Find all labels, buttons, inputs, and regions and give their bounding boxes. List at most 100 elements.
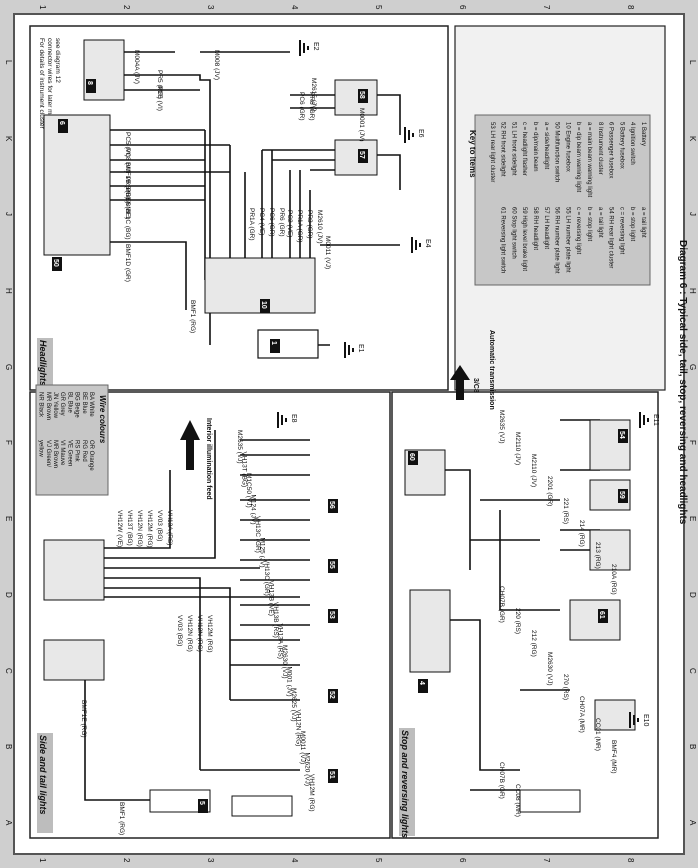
wire-label: PR6 (GR) bbox=[278, 208, 285, 237]
border-number-bottom: 5 bbox=[374, 858, 383, 863]
interior-feed-label: Interior illumination feed bbox=[205, 418, 212, 500]
key-item: 50 Multifunction switch bbox=[554, 122, 560, 182]
border-letter-left: G bbox=[4, 364, 13, 370]
key-item: c = reversing light bbox=[575, 207, 581, 255]
border-letter-right: K bbox=[688, 136, 697, 142]
section-stop-reversing: Stop and reversing lights bbox=[400, 730, 410, 838]
key-item: 8 Instrument cluster bbox=[597, 122, 603, 175]
wire-label: M2635 (VJ) bbox=[236, 430, 243, 464]
key-item: 5 Battery fusebox bbox=[618, 122, 624, 169]
border-number-bottom: 6 bbox=[458, 858, 467, 863]
wire-label: M004A (JV) bbox=[133, 50, 140, 84]
key-item: a = side/headlight bbox=[543, 122, 549, 170]
border-number-bottom: 7 bbox=[542, 858, 551, 863]
earth-symbol: E6 bbox=[404, 127, 424, 143]
border-number-bottom: 4 bbox=[290, 858, 299, 863]
wire-colour-entry: NR Black bbox=[38, 392, 44, 418]
wire-label: PC6 (GR) bbox=[298, 92, 305, 121]
wire-label: M2615 (JV) bbox=[310, 78, 317, 112]
border-letter-right: L bbox=[688, 60, 697, 65]
wire-label: VH13C (GR) bbox=[263, 559, 270, 596]
wire-label: CH07B (GR) bbox=[498, 586, 505, 623]
diagram-caption: Diagram 6 : Typical side, tail, stop, re… bbox=[677, 240, 688, 525]
wire-colour-entry: RG Red bbox=[81, 440, 87, 462]
component-id: 4 bbox=[418, 681, 425, 685]
component-id: 58 bbox=[358, 91, 365, 99]
wire-label: M2625 (VJ) bbox=[290, 688, 297, 722]
component-id-box bbox=[618, 489, 628, 503]
wire-label: M008 (JV) bbox=[213, 50, 220, 80]
earth-symbol: E11 bbox=[639, 412, 659, 428]
wire-label: VH12N (RG) bbox=[186, 615, 193, 652]
wire-label: 220 (RS) bbox=[514, 608, 521, 634]
component-id-box bbox=[328, 559, 338, 573]
component-id: 6 bbox=[58, 121, 65, 125]
border-letter-left: K bbox=[4, 136, 13, 142]
component-id: 10 bbox=[260, 301, 267, 309]
key-item: a = tail light bbox=[640, 207, 646, 238]
border-number-bottom: 1 bbox=[38, 858, 47, 863]
instr-note-line: connector wires for later models bbox=[46, 38, 53, 131]
wire-label: PR1A (GR) bbox=[296, 210, 303, 243]
key-item: 55 LH number plate light bbox=[564, 207, 570, 273]
wire-label: 213 (RG) bbox=[594, 542, 601, 569]
component-id: 5 bbox=[198, 801, 205, 805]
component-id-box bbox=[328, 609, 338, 623]
wire-label: M125 (JV) bbox=[259, 538, 266, 568]
wire-label: PC5 (VI) bbox=[156, 86, 163, 111]
headlight-wires bbox=[43, 39, 401, 359]
wire-label: M124 (JV) bbox=[250, 495, 257, 525]
wire-label: 212 (RG) bbox=[530, 630, 537, 657]
wire-label: BMF1C (BG) bbox=[124, 202, 131, 240]
wire-label: BMF1E (RG) bbox=[80, 700, 87, 738]
side-tail-panel bbox=[29, 391, 391, 839]
earth-symbol: E1 bbox=[344, 342, 364, 358]
wire-label: 214 (RG) bbox=[578, 520, 585, 547]
auto-trans-arrow bbox=[450, 365, 470, 400]
component-id-box bbox=[358, 89, 368, 103]
wire-label: M0011 (VJ) bbox=[299, 731, 306, 764]
wire-label: VV03 (BG) bbox=[156, 510, 163, 541]
wire-label: VH12W (VE) bbox=[116, 510, 123, 547]
key-item: 58 RH headlight bbox=[532, 207, 538, 250]
wire-label: PC2 (VE) bbox=[286, 210, 293, 237]
wire-colours-box bbox=[35, 384, 109, 496]
border-number-bottom: 8 bbox=[626, 858, 635, 863]
border-number-top: 5 bbox=[374, 5, 383, 10]
wire-label: PR1A (BE) bbox=[124, 188, 131, 219]
component-id: 50 bbox=[52, 259, 59, 267]
wire-label: BMF1D (GR) bbox=[124, 244, 131, 282]
component-id: 8 bbox=[86, 81, 93, 85]
section-side-tail: Side and tail lights bbox=[38, 735, 48, 815]
border-letter-left: F bbox=[4, 440, 13, 445]
wire-label: PC5 (VI) bbox=[124, 132, 131, 157]
component-id-box bbox=[260, 299, 270, 313]
wire-label: 270 (RS) bbox=[562, 674, 569, 700]
key-item: 53 LH rear light cluster bbox=[489, 122, 495, 182]
instr-note-line: see diagram 12 bbox=[54, 38, 61, 83]
wire-label: PC4 (VE) bbox=[258, 208, 265, 235]
wire-label: M2635 (VJ) bbox=[498, 410, 505, 444]
component-id: 57 bbox=[358, 151, 365, 159]
border-letter-right: E bbox=[688, 516, 697, 521]
wire-colour-entry: JN Yellow bbox=[52, 392, 58, 419]
border-number-bottom: 3 bbox=[206, 858, 215, 863]
component-id: 53 bbox=[328, 611, 335, 619]
wire-label: M2110 (JV) bbox=[530, 454, 537, 487]
wire-label: VH13T (BG) bbox=[126, 510, 133, 546]
border-letter-left: H bbox=[4, 288, 13, 294]
wire-label: M2610 (JV) bbox=[316, 210, 323, 244]
key-item: c = headlight flasher bbox=[521, 122, 527, 176]
wire-label: PR3 (GR) bbox=[306, 210, 313, 239]
wire-label: BMF1B (BG) bbox=[124, 162, 131, 199]
key-item: b = stop light bbox=[629, 207, 635, 242]
earth-symbol: E2 bbox=[299, 40, 319, 56]
key-box bbox=[474, 114, 651, 286]
wire-label: PR6 (GR) bbox=[308, 92, 315, 121]
wire-label: VH13T (BG) bbox=[241, 452, 248, 488]
wire-colour-entry: MR Brown bbox=[52, 440, 58, 468]
key-title: Key to items bbox=[468, 130, 477, 178]
component-id: 56 bbox=[328, 501, 335, 509]
